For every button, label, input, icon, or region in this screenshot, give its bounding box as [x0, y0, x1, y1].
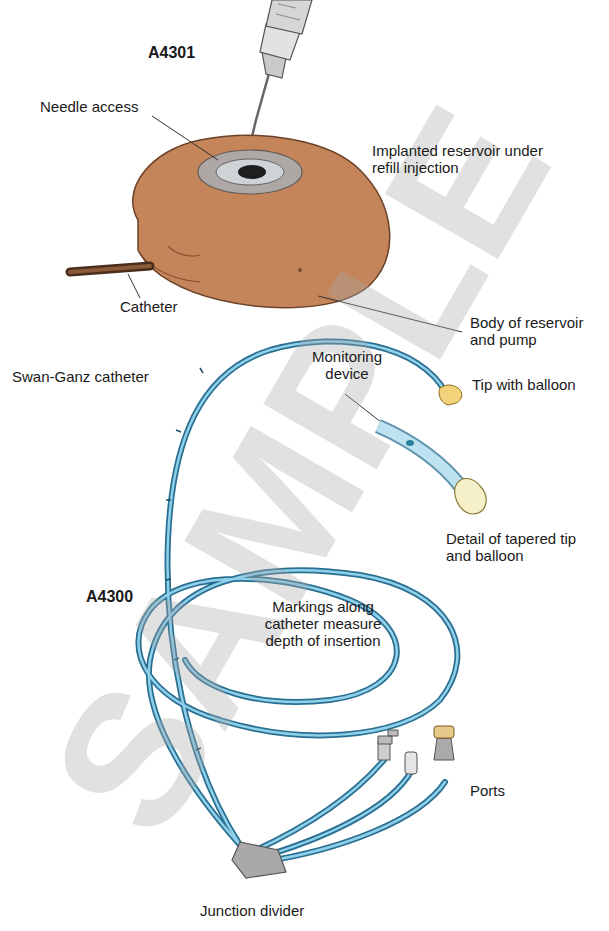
- junction-divider: [232, 842, 286, 878]
- callout-code: A4301: [148, 44, 228, 61]
- part-label: Junction divider: [200, 902, 340, 919]
- part-label: Detail of tapered tip and balloon: [446, 530, 596, 564]
- part-label: Catheter: [120, 298, 200, 315]
- part-label: Needle access: [40, 98, 160, 115]
- catheter-tube: [70, 266, 150, 272]
- part-label: Monitoring device: [292, 348, 402, 382]
- ports: [378, 726, 454, 774]
- part-label: Swan-Ganz catheter: [12, 368, 172, 385]
- part-label: Implanted reservoir under refill injecti…: [372, 142, 552, 176]
- callout-code: A4300: [86, 588, 166, 605]
- part-label: Ports: [470, 782, 530, 799]
- part-label: Body of reservoir and pump: [470, 314, 600, 348]
- part-label: Tip with balloon: [472, 376, 602, 393]
- part-label: Markings along catheter measure depth of…: [248, 598, 398, 649]
